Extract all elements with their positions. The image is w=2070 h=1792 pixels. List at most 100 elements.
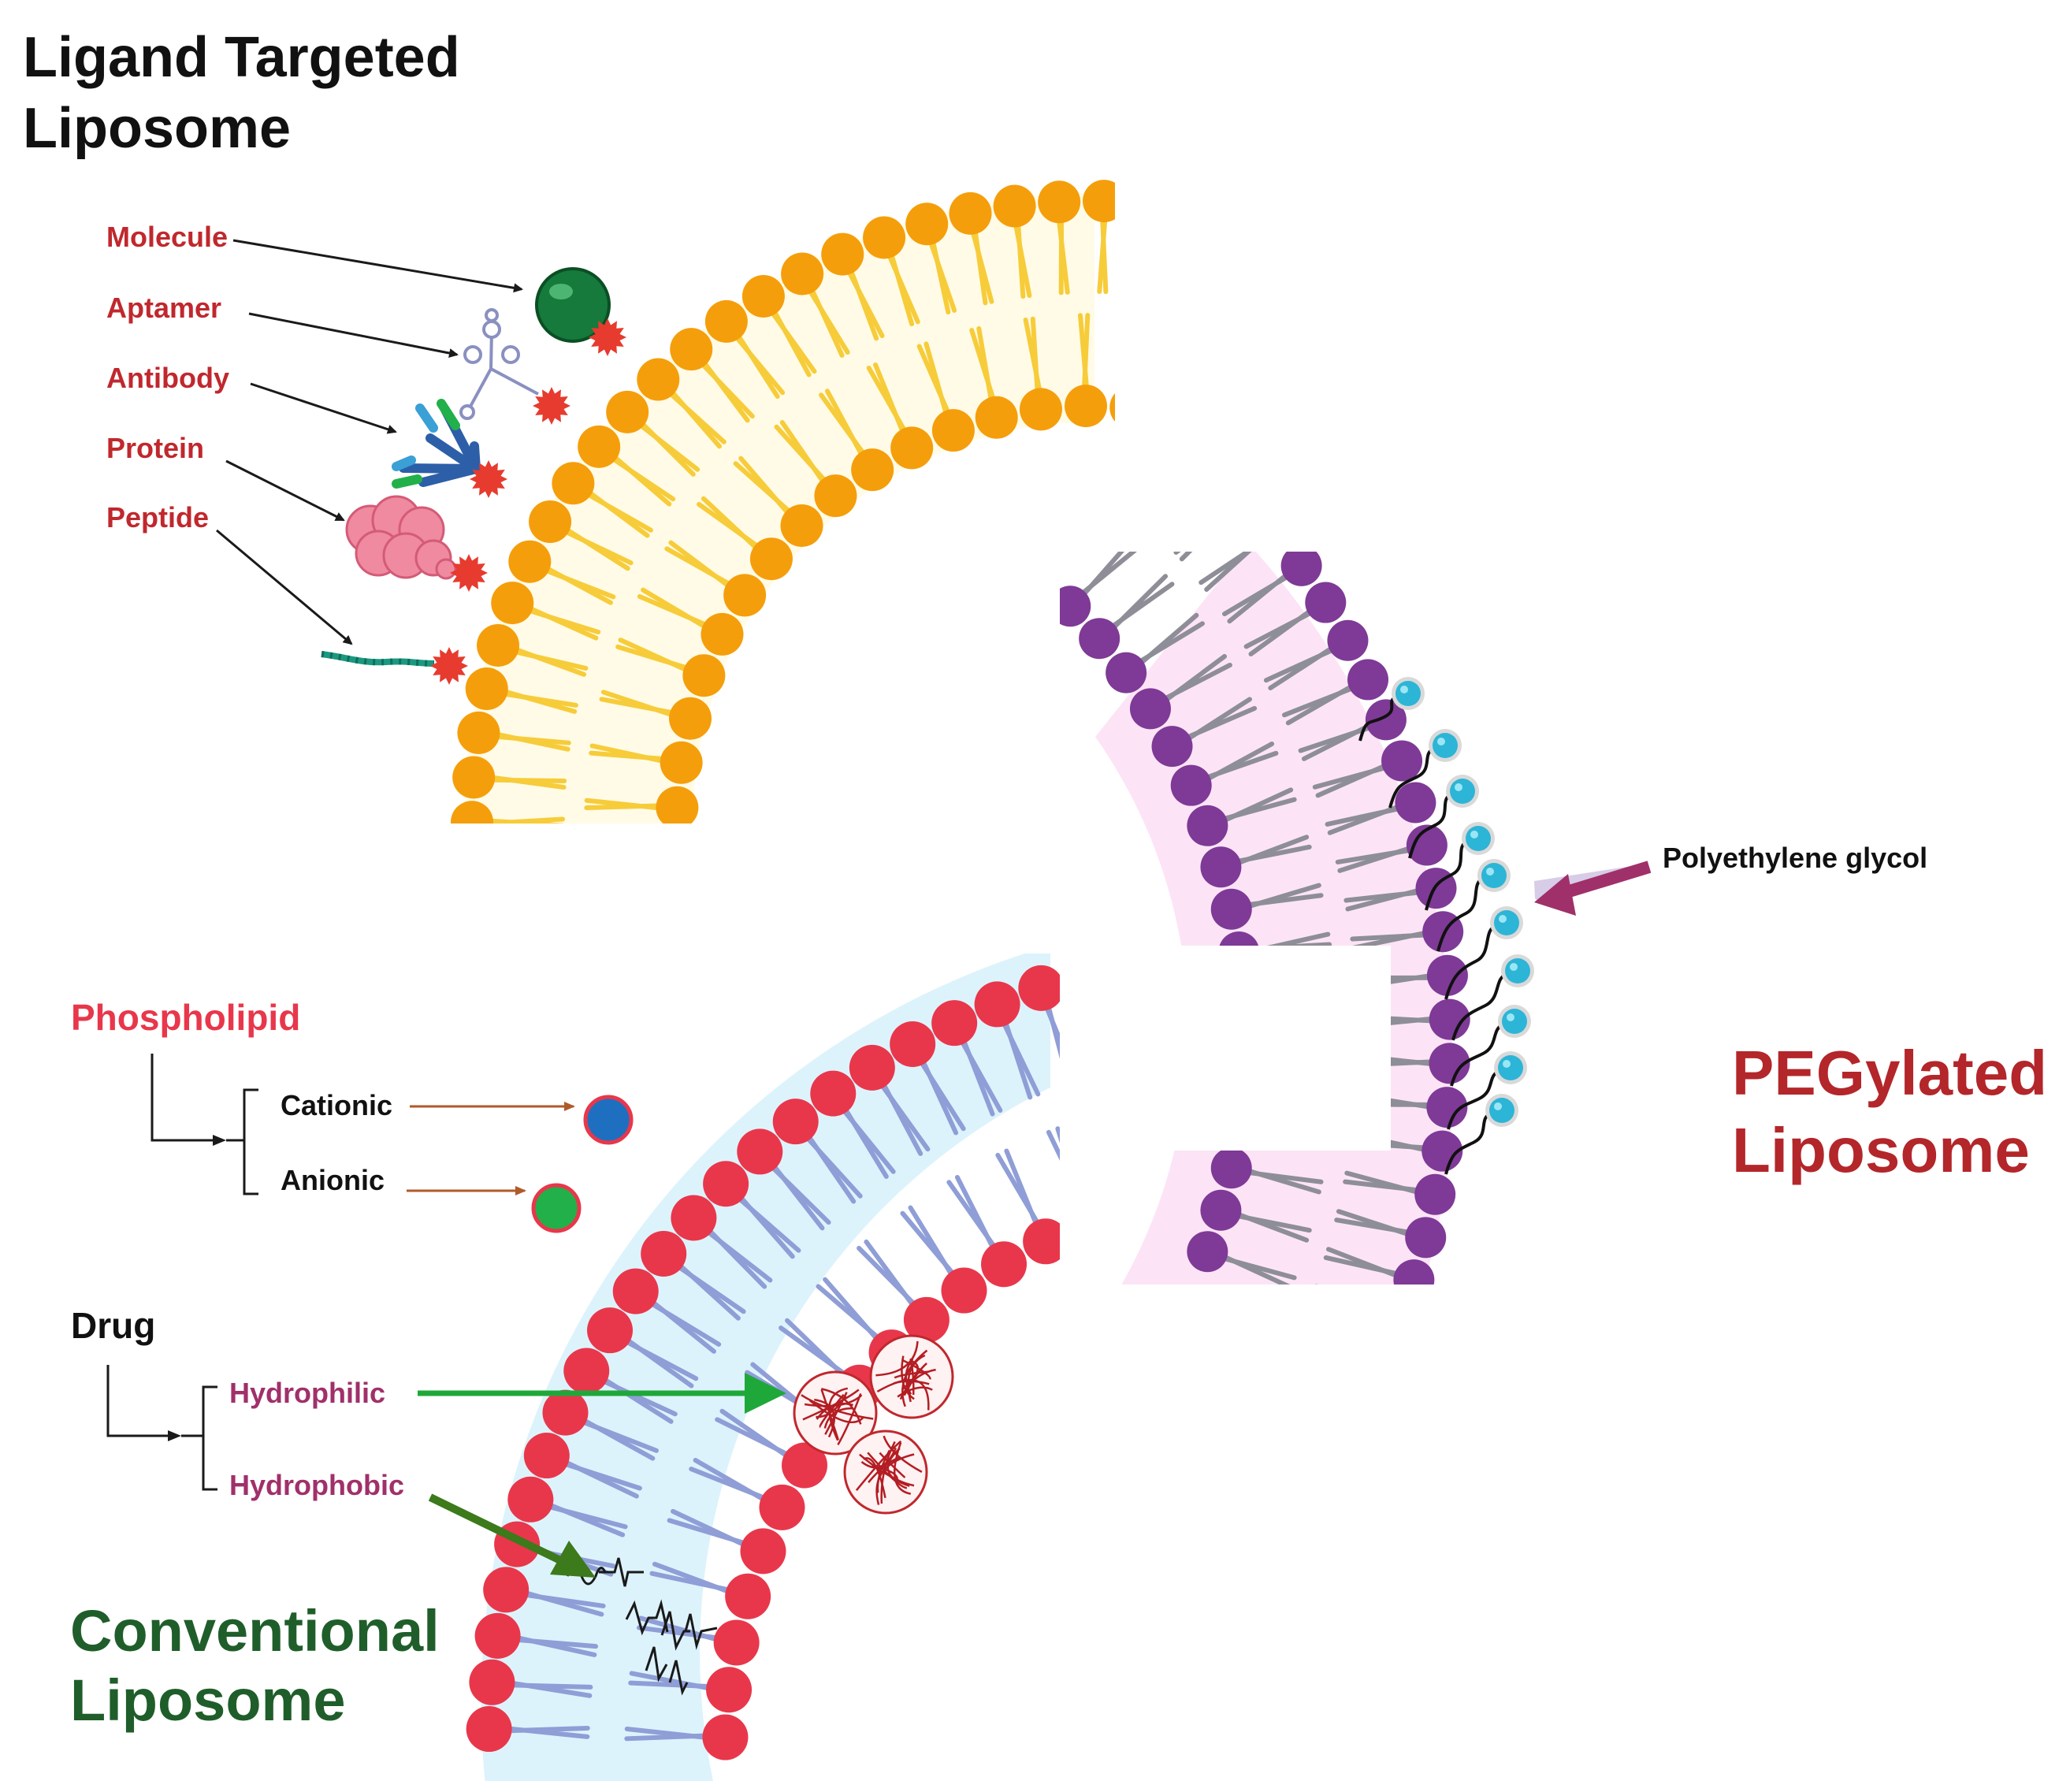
- peg-bead-shine: [1499, 915, 1507, 923]
- lipid-head: [941, 1267, 987, 1314]
- drug-strand: [901, 1359, 919, 1391]
- ligand-title-line1: Ligand Targeted: [23, 26, 460, 89]
- lipid-head: [725, 1573, 771, 1619]
- lipid-head: [810, 1070, 857, 1117]
- lipid-head: [1254, 510, 1295, 551]
- lipid-head: [1210, 1147, 1252, 1189]
- drug-strand: [901, 1355, 915, 1400]
- linker-star: [589, 318, 626, 356]
- ligand-title-line2: Liposome: [23, 97, 292, 160]
- lipid-head: [814, 474, 857, 518]
- lipid-head: [1227, 476, 1268, 517]
- lipid-head: [1200, 1189, 1242, 1231]
- lipid-head: [974, 981, 1020, 1028]
- hydrophilic-drug-icon: [793, 1334, 954, 1515]
- lipid-head: [1429, 1043, 1470, 1084]
- lipid-head: [981, 1241, 1028, 1288]
- drug-strand: [802, 1389, 860, 1421]
- lipid-head: [772, 1099, 819, 1145]
- lipid-head: [1429, 998, 1470, 1040]
- lipid-head: [671, 1195, 717, 1241]
- lipid-head: [637, 358, 680, 401]
- lipid-head: [457, 711, 500, 754]
- phospholipid-label: Phospholipid: [71, 997, 301, 1038]
- drug-strand: [886, 1447, 910, 1487]
- lipid-head: [703, 1161, 749, 1207]
- lipid-head: [1381, 740, 1423, 782]
- lipid-head: [508, 540, 552, 583]
- lipid-head: [702, 1714, 749, 1760]
- peg-arrow: [1534, 861, 1652, 916]
- ligand-label-antibody: Antibody: [106, 362, 229, 394]
- lipid-head: [477, 623, 520, 667]
- lipid-head: [851, 448, 894, 492]
- peg-title-line2: Liposome: [1732, 1115, 2030, 1185]
- drug-strand: [883, 1435, 923, 1473]
- lipid-head: [451, 801, 493, 824]
- ligand-label-aptamer: Aptamer: [106, 292, 222, 324]
- drug-strand: [859, 1453, 915, 1487]
- drug-strand: [907, 1354, 926, 1403]
- molecule-icon: [535, 267, 611, 343]
- lipid-head: [452, 756, 496, 799]
- lipid-head: [780, 504, 823, 547]
- peg-chain: [1444, 924, 1497, 1000]
- lipid-head: [1023, 1218, 1060, 1265]
- ligand-label-peptide: Peptide: [106, 501, 210, 534]
- lipid-head: [542, 1389, 589, 1436]
- peg-bead-shine: [1494, 1102, 1502, 1110]
- lipid-head: [781, 252, 824, 296]
- lipid-head: [1426, 954, 1468, 996]
- lipid-head: [1170, 764, 1212, 806]
- lipid-tail: [1314, 1295, 1401, 1319]
- lipid-head: [1066, 1199, 1112, 1245]
- ligand-label-molecule: Molecule: [106, 221, 229, 253]
- peg-bead-shine: [1470, 831, 1478, 838]
- cationic-label: Cationic: [281, 1089, 393, 1121]
- lipid-head: [483, 1567, 530, 1613]
- lipid-head: [1151, 726, 1193, 768]
- lipid-head: [949, 191, 992, 235]
- lipid-head: [1112, 1184, 1158, 1229]
- aptamer-icon: [459, 308, 539, 420]
- peg-chain: [1425, 840, 1469, 911]
- drug-label: Drug: [71, 1305, 156, 1346]
- cationic-anionic-arrows: [407, 1102, 575, 1195]
- lipid-head: [669, 697, 712, 740]
- lipid-head: [1305, 582, 1347, 623]
- linker-star: [470, 460, 507, 498]
- peg-bead-shine: [1437, 738, 1445, 745]
- lipid-head: [1079, 618, 1120, 660]
- lipid-head: [1019, 388, 1062, 431]
- peg-bead-shine: [1510, 963, 1518, 971]
- drug-strand: [824, 1392, 848, 1435]
- phospholipid-bracket: [151, 1054, 258, 1195]
- lipid-head: [563, 1348, 610, 1394]
- lipid-head: [713, 1619, 760, 1666]
- peg-label: Polyethylene glycol: [1663, 842, 1928, 874]
- lipid-head: [1327, 619, 1369, 661]
- lipid-tail: [1204, 552, 1252, 593]
- ligand-panel-edge: [1115, 158, 1288, 457]
- anionic-head: [531, 1183, 582, 1233]
- lipid-tail: [588, 850, 678, 863]
- lipid-head: [606, 390, 649, 433]
- peg-bead: [1450, 779, 1475, 804]
- lipid-head: [993, 184, 1036, 228]
- lipid-head: [903, 1296, 950, 1343]
- lipid-head: [741, 274, 785, 318]
- lipid-head: [465, 667, 508, 711]
- peg-bead: [1395, 681, 1421, 706]
- drug-strand: [897, 1386, 933, 1398]
- peg-chain: [1444, 1112, 1492, 1175]
- lipid-head: [1083, 180, 1119, 223]
- lipid-head: [821, 232, 864, 276]
- lipid-head: [1065, 385, 1108, 428]
- drug-strand: [828, 1387, 849, 1441]
- drug-strand: [875, 1340, 919, 1377]
- lipid-head: [1106, 652, 1147, 693]
- drug-particle: [869, 1334, 954, 1419]
- peg-chain: [1450, 1023, 1504, 1087]
- lipid-head: [1414, 1173, 1456, 1215]
